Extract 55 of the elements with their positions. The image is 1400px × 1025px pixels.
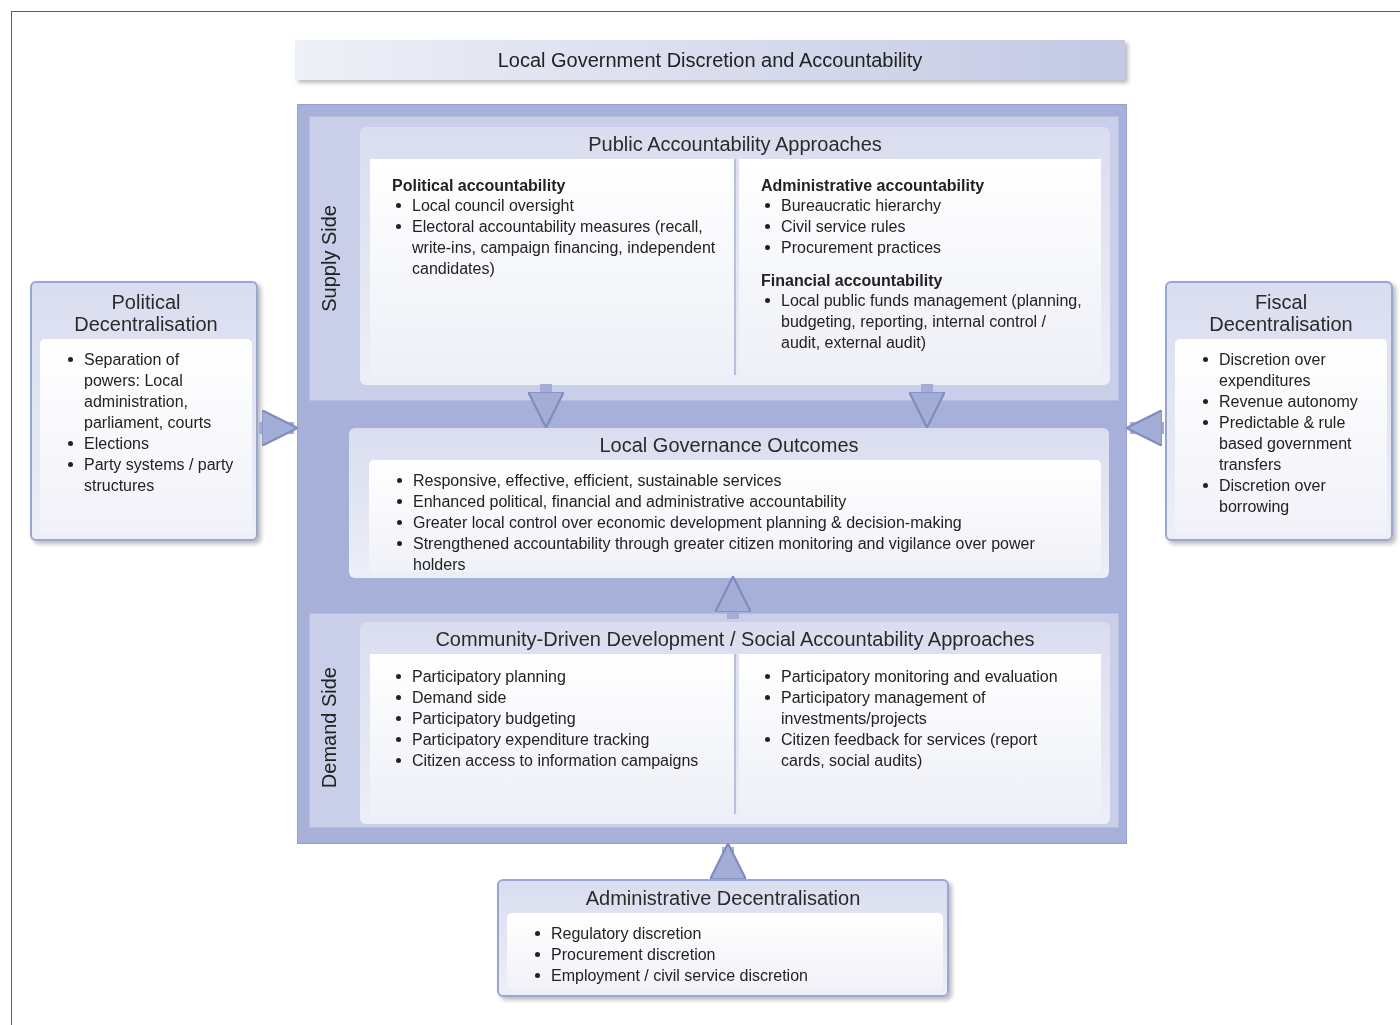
heading: Fiscal Decentralisation xyxy=(1208,291,1354,335)
bullet-item: Citizen access to information campaigns xyxy=(412,752,699,769)
bullet-item: Procurement practices xyxy=(781,239,942,256)
subheading: Administrative accountability xyxy=(761,177,986,195)
block-arrow xyxy=(526,384,566,429)
bullet-item: Civil service rules xyxy=(781,218,906,235)
block-arrow xyxy=(708,842,748,881)
bullet-item: Participatory budgeting xyxy=(412,710,576,727)
bullet-item: Strengthened accountability through greater citizen monitoring and vigilance over power holders xyxy=(413,535,1035,573)
bullet-item: Participatory monitoring and evaluation xyxy=(781,668,1058,685)
block-arrow xyxy=(1125,408,1164,448)
title-banner: Local Government Discretion and Accountability xyxy=(295,40,1125,80)
bullet-item: Procurement discretion xyxy=(551,946,716,963)
supply-band xyxy=(309,116,1119,401)
bullet-item: Discretion over expenditures xyxy=(1219,351,1326,389)
text-column xyxy=(370,654,735,816)
subheading: Political accountability xyxy=(392,177,567,195)
subheading: Financial accountability xyxy=(761,272,944,290)
bullet-item: Elections xyxy=(84,435,149,452)
framework-panel xyxy=(297,104,1127,844)
outcome-card xyxy=(349,428,1109,578)
side-card xyxy=(30,281,258,541)
bullet-item: Discretion over borrowing xyxy=(1219,477,1326,515)
bullet-item: Local council oversight xyxy=(412,197,574,214)
bullet-item: Citizen feedback for services (report cards, social audits) xyxy=(781,731,1038,769)
heading: Community-Driven Development / Social Accountability Approaches xyxy=(434,628,1036,650)
bullet-item: Greater local control over economic development planning & decision-making xyxy=(413,514,962,531)
block-arrow xyxy=(713,575,753,619)
bullet-item: Participatory management of investments/projects xyxy=(781,689,986,727)
bullet-item: Employment / civil service discretion xyxy=(551,967,808,984)
bullet-item: Demand side xyxy=(412,689,507,706)
bullet-item: Participatory expenditure tracking xyxy=(412,731,650,748)
bullet-item: Local public funds management (planning, budgeting, reporting, internal control / audit, external audit) xyxy=(781,292,1082,351)
bullet-item: Revenue autonomy xyxy=(1219,393,1358,410)
bullet-item: Separation of powers: Local administration, parliament, courts xyxy=(84,351,212,431)
bullet-item: Party systems / party structures xyxy=(84,456,234,494)
bullet-item: Bureaucratic hierarchy xyxy=(781,197,942,214)
bullet-item: Enhanced political, financial and administrative accountability xyxy=(413,493,847,510)
bullet-item: Participatory planning xyxy=(412,668,566,685)
block-arrow xyxy=(259,408,299,448)
text-column xyxy=(739,654,1101,816)
bullet-item: Responsive, effective, efficient, sustainable services xyxy=(413,472,782,489)
heading: Public Accountability Approaches xyxy=(587,133,883,155)
block-arrow xyxy=(907,384,947,429)
heading: Political Decentralisation xyxy=(73,291,219,335)
heading: Administrative Decentralisation xyxy=(584,887,862,909)
approach-card xyxy=(360,127,1110,385)
side-card xyxy=(1165,281,1393,541)
side-label: Supply Side xyxy=(318,204,341,312)
heading: Local Governance Outcomes xyxy=(598,434,860,456)
side-label: Demand Side xyxy=(318,666,341,788)
bullet-item: Regulatory discretion xyxy=(551,925,702,942)
bullet-item: Predictable & rule based government transfers xyxy=(1219,414,1352,473)
bullet-item: Electoral accountability measures (recall, write-ins, campaign financing, independent candidates) xyxy=(412,218,716,277)
side-card xyxy=(497,879,949,997)
